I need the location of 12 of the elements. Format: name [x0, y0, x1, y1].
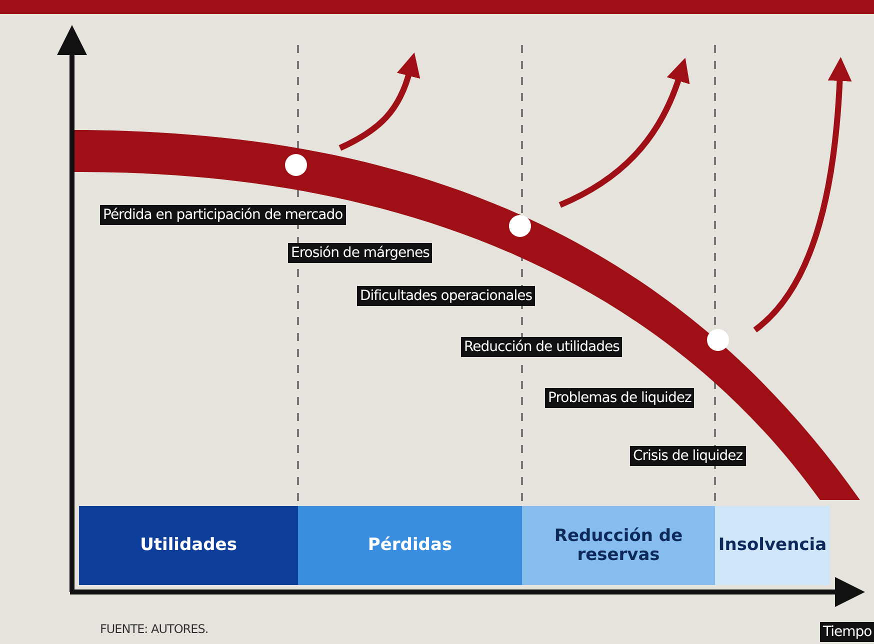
stage-label: Pérdida en participación de mercado: [100, 205, 346, 225]
stage-label: Reducción de utilidades: [461, 337, 622, 357]
stage-label: Problemas de liquidez: [545, 388, 694, 408]
phase-band: Reducción de reservas: [522, 506, 715, 585]
axis-label: Tiempo: [820, 622, 874, 642]
phase-band: Pérdidas: [298, 506, 522, 585]
phase-band: Insolvencia: [715, 506, 830, 585]
source-note: FUENTE: AUTORES.: [100, 622, 208, 636]
stage-label: Dificultades operacionales: [357, 286, 536, 306]
phase-band: Utilidades: [79, 506, 298, 585]
stage-label: Erosión de márgenes: [288, 243, 432, 263]
stage-label: Crisis de liquidez: [630, 446, 746, 466]
